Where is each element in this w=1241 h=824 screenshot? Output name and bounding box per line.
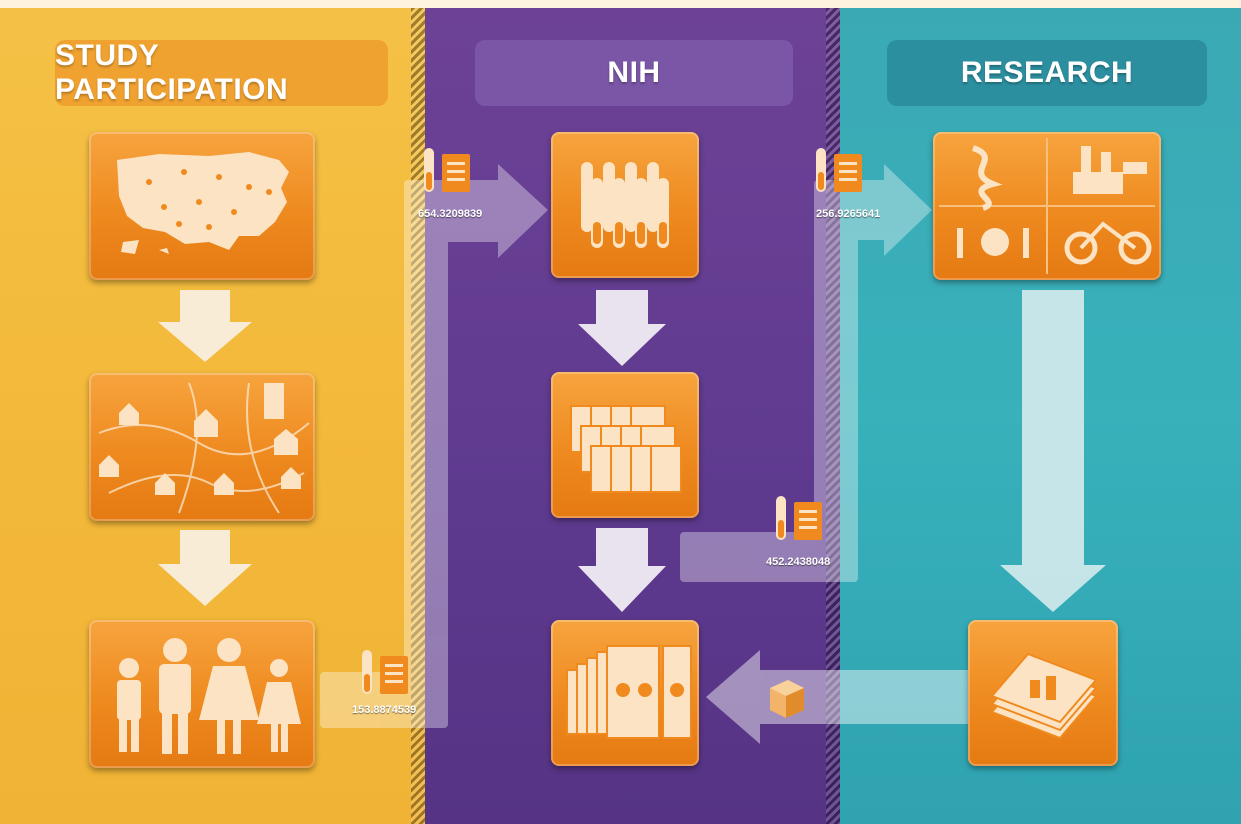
- research-header: RESEARCH: [887, 40, 1207, 106]
- data-forms-icon: [566, 645, 692, 739]
- us-map-card: [89, 132, 315, 280]
- neighborhood-map-card: [89, 373, 315, 521]
- data-forms-card: [551, 620, 699, 766]
- transfer-label-d: 452.2438048: [766, 556, 831, 568]
- samples-card: [551, 132, 699, 278]
- records-card: [551, 372, 699, 518]
- study-participation-header: STUDY PARTICIPATION: [55, 39, 388, 106]
- transfer-label-a: 153.8874539: [352, 704, 417, 716]
- documents-icon: [570, 405, 682, 493]
- test-tubes-icon: [581, 162, 669, 248]
- sample-tube-icon: [424, 148, 470, 192]
- sample-tube-icon: [362, 650, 408, 694]
- package-icon: [770, 680, 804, 718]
- panel-divider: [826, 8, 840, 824]
- sample-tube-icon: [816, 148, 862, 192]
- transfer-label-c: 256.9265641: [816, 208, 881, 220]
- transfer-label-b: 654.3209839: [418, 208, 483, 220]
- neighborhood-map-icon: [98, 382, 310, 514]
- publications-card: [968, 620, 1118, 766]
- people-card: [89, 620, 315, 768]
- research-puzzle-icon: [939, 138, 1155, 274]
- nih-header: NIH: [475, 40, 793, 106]
- sample-tube-icon: [776, 496, 822, 540]
- people-icon: [117, 638, 301, 754]
- publications-icon: [990, 652, 1098, 740]
- panel-divider: [411, 8, 425, 824]
- us-map-icon: [117, 152, 289, 254]
- research-areas-card: [933, 132, 1161, 280]
